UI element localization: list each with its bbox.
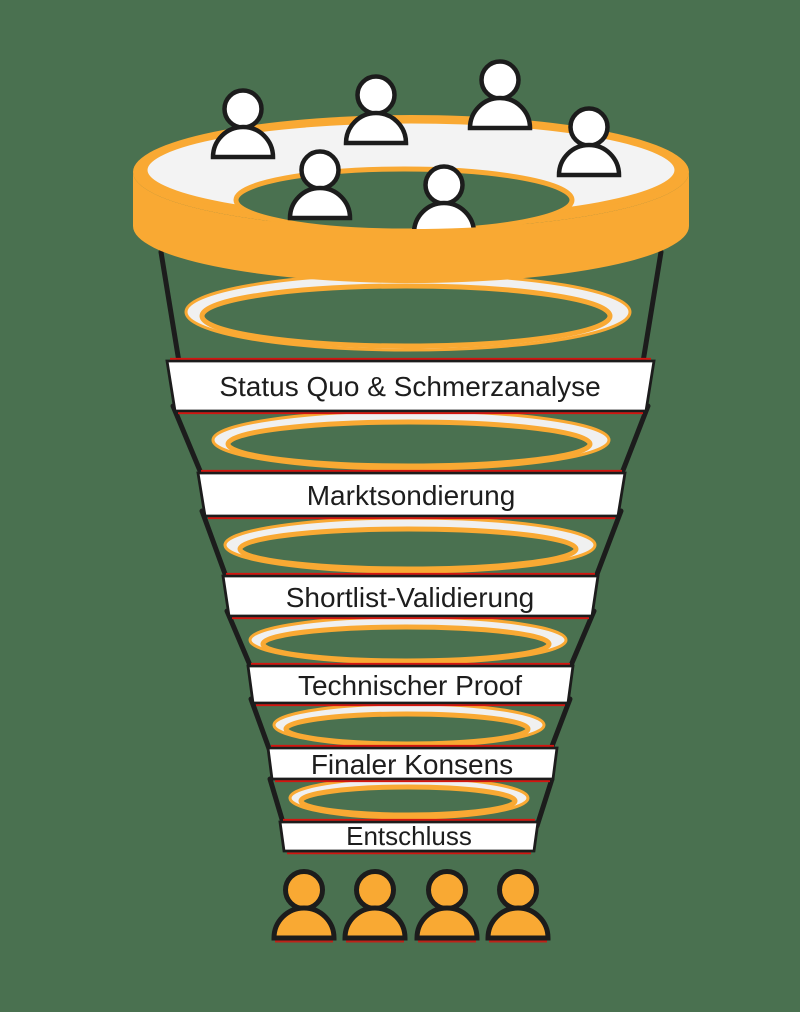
stage-label: Shortlist-Validierung xyxy=(286,582,535,613)
funnel-opening-5 xyxy=(272,702,546,748)
funnel-edge-line xyxy=(534,776,555,829)
funnel-edge-line xyxy=(546,696,573,757)
top-ring-group xyxy=(133,62,689,283)
funnel-opening-4 xyxy=(248,615,568,665)
opening-rim xyxy=(199,283,613,349)
funnel-opening-3 xyxy=(223,516,597,574)
stage-label: Marktsondierung xyxy=(307,480,516,511)
opening-rim xyxy=(260,624,552,664)
opening-rim xyxy=(283,711,531,747)
stage-label: Finaler Konsens xyxy=(311,749,513,780)
funnel-stage-band-1: Status Quo & Schmerzanalyse xyxy=(165,357,656,415)
stage-label: Entschluss xyxy=(346,821,472,851)
stage-label: Technischer Proof xyxy=(298,670,522,701)
funnel-stage-band-5: Finaler Konsens xyxy=(266,744,559,783)
funnel-stage-band-6: Entschluss xyxy=(278,818,540,855)
funnel-edge-line xyxy=(617,403,651,481)
ring-hole xyxy=(233,166,575,234)
stage-band-shape xyxy=(196,471,627,518)
funnel-edge-line xyxy=(199,508,231,585)
funnel-edge-line xyxy=(591,508,624,585)
stage-band-shape xyxy=(165,359,656,413)
funnel-stage-band-2: Marktsondierung xyxy=(196,469,627,520)
funnel-stage-band-4: Technischer Proof xyxy=(246,662,575,707)
stage-band-shape xyxy=(278,820,540,853)
stage-band-shape xyxy=(221,574,600,618)
funnel-opening-2 xyxy=(211,409,611,471)
opening-rim xyxy=(225,419,593,469)
funnel-opening-6 xyxy=(288,776,530,820)
funnel-edge-line xyxy=(224,608,255,673)
ring-front-band xyxy=(133,172,689,283)
funnel-edge-line xyxy=(267,776,287,829)
funnel-edge-line xyxy=(639,249,664,371)
stage-label: Status Quo & Schmerzanalyse xyxy=(219,371,600,402)
opening-rim xyxy=(237,526,579,572)
stage-band-shape xyxy=(246,664,575,705)
funnel-edge-line xyxy=(170,403,206,481)
funnel-edge-line xyxy=(248,696,274,757)
stage-band-shape xyxy=(266,746,559,781)
bottom-participants xyxy=(274,872,548,943)
funnel-opening-1 xyxy=(184,272,632,352)
opening-rim xyxy=(298,784,518,818)
funnel-edge-line xyxy=(566,608,597,673)
funnel-stage-band-3: Shortlist-Validierung xyxy=(221,572,600,620)
funnel-edge-lines xyxy=(158,249,664,829)
funnel-edge-line xyxy=(158,249,183,371)
